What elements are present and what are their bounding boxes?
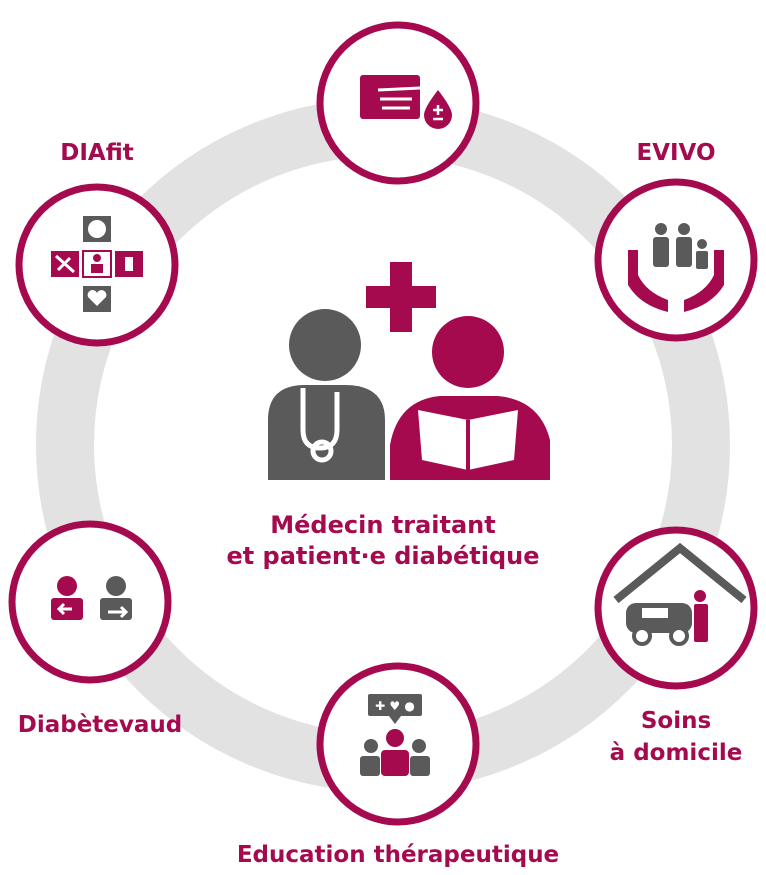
label-diabetevaud: Diabètevaud [18,712,183,738]
label-soins-line2: à domicile [610,740,743,766]
patient-reading-icon [390,316,550,480]
node-diabetevaud[interactable] [8,520,172,684]
center-title: Médecin traitant et patient·e diabétique [183,510,583,572]
group-education-icon: ✚ ♥ ● [360,694,430,776]
label-soins-line1: Soins [641,708,711,734]
center-title-line2: et patient·e diabétique [226,542,540,570]
node-soins[interactable] [594,526,758,690]
center-title-line1: Médecin traitant [270,511,496,539]
doctor-icon [268,309,385,480]
center-illustration [268,262,550,480]
node-evivo[interactable] [594,178,758,342]
activity-cross-icon [51,216,143,312]
node-diafit[interactable] [15,183,179,347]
glucose-test-icon [360,75,452,129]
node-education[interactable]: ✚ ♥ ● [316,662,480,826]
exchange-icon [51,576,132,620]
family-care-icon [628,223,724,312]
home-care-icon [613,542,747,646]
svg-text:✚ ♥ ●: ✚ ♥ ● [375,699,415,713]
label-diafit: DIAfit [60,140,134,166]
medical-cross-icon [366,262,436,332]
label-education: Education thérapeutique [237,842,559,868]
label-evivo: EVIVO [636,140,715,166]
node-glucose-test[interactable] [316,21,480,185]
